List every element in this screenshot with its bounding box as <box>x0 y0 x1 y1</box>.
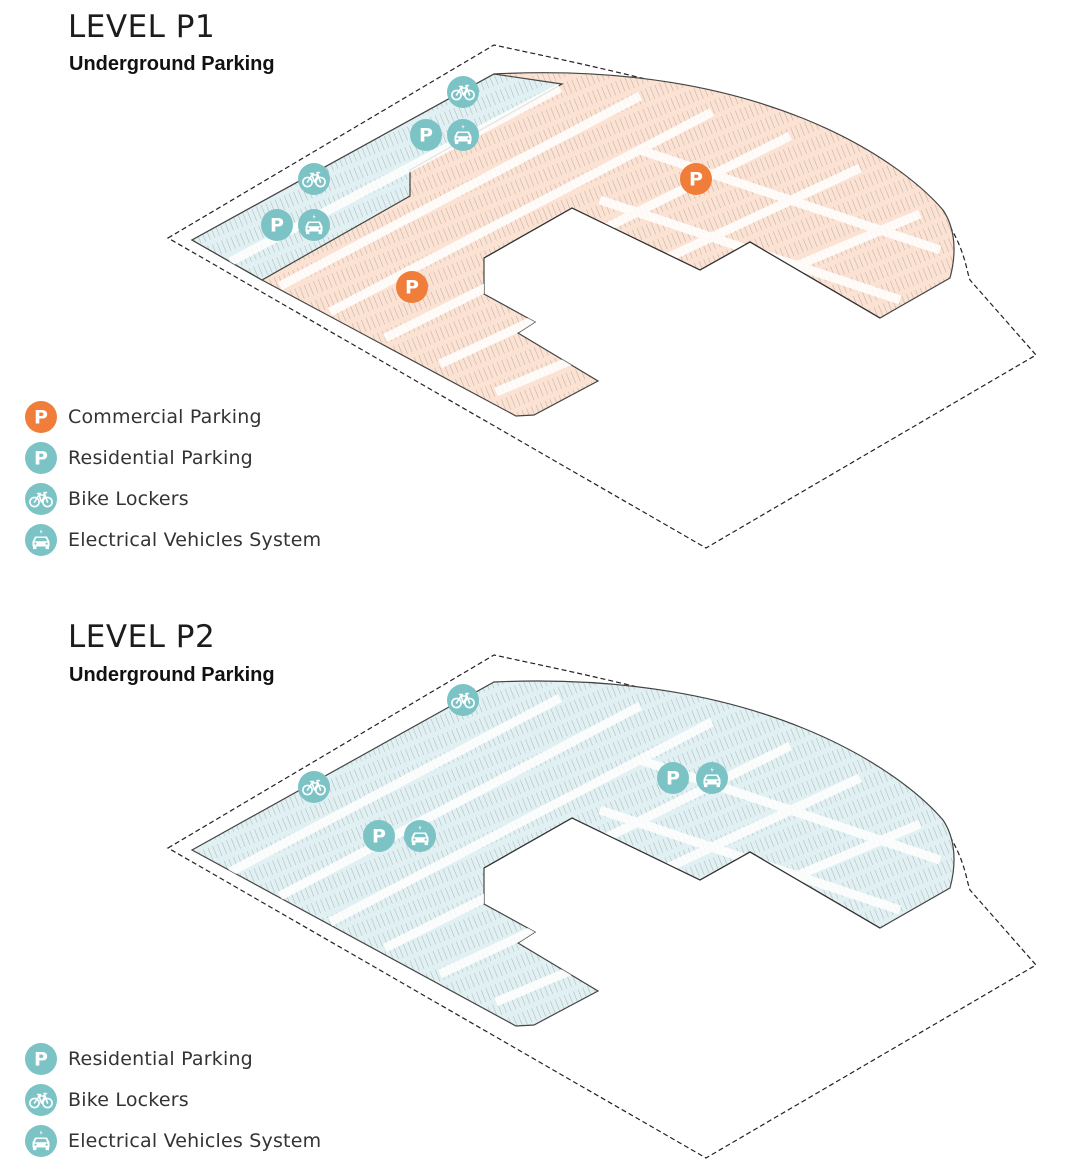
p2-marker-bike-lockers-north <box>446 683 480 717</box>
legend-label: Bike Lockers <box>68 1088 189 1111</box>
p1-site-boundary <box>166 44 1037 549</box>
p2-marker-bike-lockers-west <box>297 770 331 804</box>
level-p2-subtitle: Underground Parking <box>69 664 275 686</box>
level-p2-floor-plan <box>166 654 1037 1159</box>
level-p2-legend: Residential Parking Bike Lockers Electri… <box>24 1038 321 1161</box>
ev-car-charging-icon <box>24 1124 58 1158</box>
p2-marker-ev-east <box>696 762 728 794</box>
legend-label: Electrical Vehicles System <box>68 1129 322 1152</box>
level-p2-title: LEVEL P2 <box>68 619 216 655</box>
legend-item-residential-parking: Residential Parking <box>24 1038 321 1079</box>
p1-marker-residential-parking-north <box>410 119 442 151</box>
level-p1-floor-plan <box>166 44 1037 549</box>
p1-marker-commercial-parking-south <box>396 271 428 303</box>
legend-item-bike-lockers: Bike Lockers <box>24 1079 321 1120</box>
p2-marker-residential-parking-east <box>657 762 689 794</box>
p1-marker-ev-north <box>447 119 479 151</box>
p2-marker-ev-center <box>404 820 436 852</box>
legend-item-bike-lockers: Bike Lockers <box>24 478 321 519</box>
p1-marker-bike-lockers-north <box>446 75 480 109</box>
legend-label: Residential Parking <box>68 446 253 469</box>
bicycle-icon <box>24 1083 58 1117</box>
level-p1-title: LEVEL P1 <box>68 9 216 45</box>
p2-marker-residential-parking-center <box>363 820 395 852</box>
p1-marker-residential-parking-west <box>261 209 293 241</box>
level-p1-legend: Commercial Parking Residential Parking B… <box>24 396 321 560</box>
p1-marker-ev-west <box>298 209 330 241</box>
p2-site-boundary <box>166 654 1037 1159</box>
legend-label: Residential Parking <box>68 1047 253 1070</box>
legend-item-commercial-parking: Commercial Parking <box>24 396 321 437</box>
p1-marker-commercial-parking-east <box>680 163 712 195</box>
level-p1-subtitle: Underground Parking <box>69 53 275 75</box>
p2-courtyard <box>483 817 881 929</box>
legend-label: Electrical Vehicles System <box>68 528 322 551</box>
legend-item-electrical-vehicles: Electrical Vehicles System <box>24 1120 321 1161</box>
legend-label: Bike Lockers <box>68 487 189 510</box>
legend-item-electrical-vehicles: Electrical Vehicles System <box>24 519 321 560</box>
p1-courtyard <box>483 207 881 319</box>
ev-car-charging-icon <box>24 523 58 557</box>
residential-parking-icon <box>24 1042 58 1076</box>
p1-marker-bike-lockers-west <box>297 162 331 196</box>
p1-parking-stalls <box>192 72 955 416</box>
p2-parking-stalls <box>192 681 955 1026</box>
legend-item-residential-parking: Residential Parking <box>24 437 321 478</box>
commercial-parking-icon <box>24 400 58 434</box>
bicycle-icon <box>24 482 58 516</box>
legend-label: Commercial Parking <box>68 405 262 428</box>
residential-parking-icon <box>24 441 58 475</box>
